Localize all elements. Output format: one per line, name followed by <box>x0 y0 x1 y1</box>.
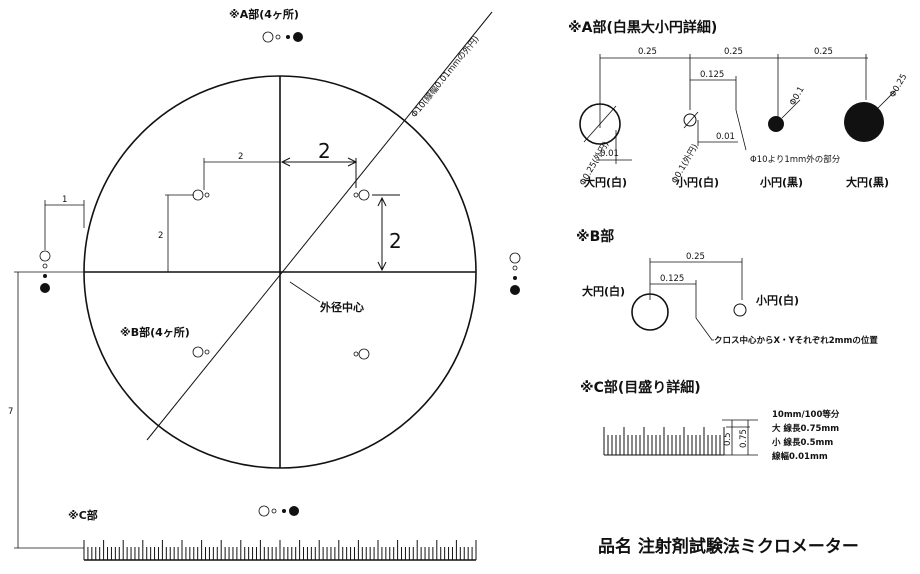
b-note: クロス中心からX・Yそれぞれ2mmの位置 <box>714 335 878 346</box>
hand-dim-side: 2 <box>372 194 402 272</box>
a-d6: 0.01 <box>716 132 735 142</box>
b-detail: ※B部 0.25 0.125 大円(白) 小円(白) クロス中心からX・Yそれぞ… <box>576 228 878 346</box>
svg-text:2: 2 <box>158 231 163 241</box>
a-cap1: 大円(白) <box>584 175 627 189</box>
dim-2-side: 2 <box>158 194 194 272</box>
center-label: 外径中心 <box>319 300 364 314</box>
a-small-white-circle <box>683 113 697 127</box>
a-cap3: 小円(黒) <box>759 175 803 189</box>
b-mark-lower-right <box>353 348 370 360</box>
c-spec4: 線幅0.01mm <box>772 451 828 462</box>
b-big-white-circle <box>631 293 669 331</box>
diagonal-label: Φ10(線幅0.01mmの外円) <box>409 34 482 120</box>
svg-text:1: 1 <box>62 195 67 205</box>
c-part-label: ※C部 <box>68 508 98 522</box>
c-spec2: 大 線長0.75mm <box>772 423 839 434</box>
a-phi1: Φ0.1 <box>788 85 807 108</box>
center-leader <box>289 281 321 303</box>
b-big-label: 大円(白) <box>582 284 625 298</box>
main-drawing: Φ10(線幅0.01mmの外円) 外径中心 ※A部(4ヶ所) <box>8 7 521 561</box>
b-d2: 0.125 <box>660 274 684 284</box>
hand-dim-top: 2 <box>280 139 358 188</box>
a-mark-top <box>262 31 303 43</box>
a-d4: 0.125 <box>700 70 724 80</box>
a-d2: 0.25 <box>724 47 743 57</box>
svg-text:2: 2 <box>318 139 331 163</box>
product-name: 品名 注射剤試験法ミクロメーター <box>598 536 859 557</box>
a-d3: 0.25 <box>814 47 833 57</box>
c-spec3: 小 線長0.5mm <box>771 437 833 448</box>
c-detail: ※C部(目盛り詳細) 0.5 0.75 10mm/100等分 大 線長0.75m… <box>580 379 840 462</box>
b-d1: 0.25 <box>686 252 705 262</box>
a-detail: ※A部(白黒大小円詳細) 0.25 0.25 0.25 0.125 0.01 Φ… <box>568 19 909 189</box>
a-big-black-circle <box>844 102 884 142</box>
svg-text:7: 7 <box>8 407 13 417</box>
a-big-white-circle <box>579 103 621 145</box>
a-mark-bottom <box>258 505 299 517</box>
a-detail-title: ※A部(白黒大小円詳細) <box>568 19 717 36</box>
b-part-label: ※B部(4ヶ所) <box>120 325 190 339</box>
c-detail-title: ※C部(目盛り詳細) <box>580 379 701 396</box>
c-detail-scale <box>603 427 725 456</box>
dim-1: 1 <box>44 195 85 250</box>
c-spec1: 10mm/100等分 <box>772 409 840 420</box>
svg-text:2: 2 <box>389 229 402 253</box>
a-cap2: 小円(白) <box>675 175 719 189</box>
b-mark-lower-left <box>192 346 210 358</box>
c-v1: 0.5 <box>723 432 733 446</box>
a-part-label: ※A部(4ヶ所) <box>229 7 299 21</box>
a-d1: 0.25 <box>638 47 657 57</box>
main-scale <box>83 540 477 561</box>
c-v2: 0.75 <box>739 429 749 448</box>
dim-7: 7 <box>8 271 84 549</box>
b-small-label: 小円(白) <box>755 293 799 307</box>
a-mark-right <box>509 252 521 295</box>
a-cap4: 大円(黒) <box>846 175 889 189</box>
a-phi-big-black: Φ0.25 <box>888 72 909 99</box>
dim-2-top: 2 <box>203 152 280 190</box>
b-detail-title: ※B部 <box>576 228 614 245</box>
a-d5: 0.01 <box>600 149 619 159</box>
b-small-white-circle <box>733 303 747 317</box>
a-note: Φ10より1mm外の部分 <box>750 154 841 165</box>
a-small-black-circle <box>768 116 784 132</box>
svg-text:2: 2 <box>238 152 243 162</box>
diagonal-leader <box>146 11 493 441</box>
a-mark-left <box>39 250 51 293</box>
b-mark-upper-left <box>192 189 210 201</box>
b-mark-upper-right <box>353 189 370 201</box>
